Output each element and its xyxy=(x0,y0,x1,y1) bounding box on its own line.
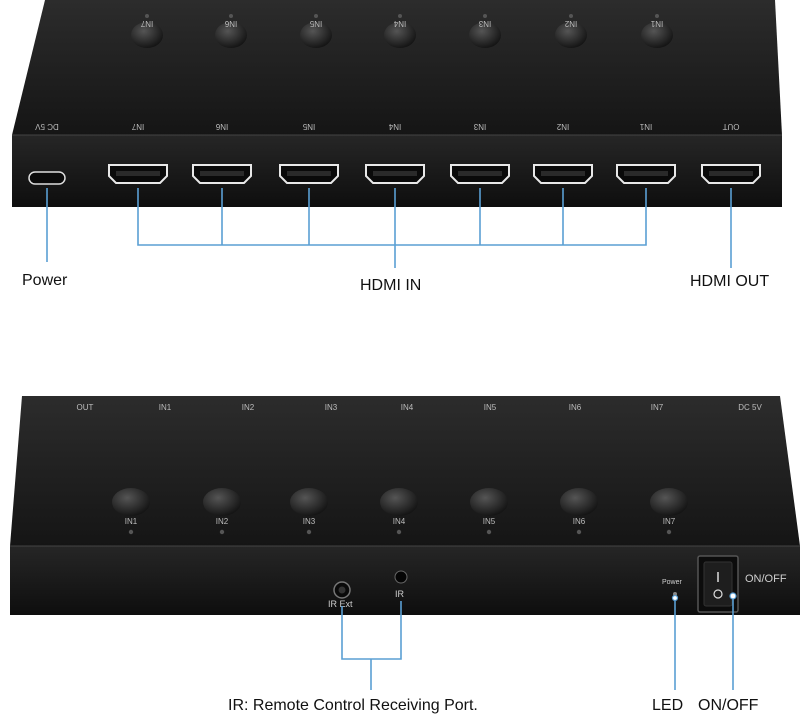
front-button-label: IN5 xyxy=(483,517,496,526)
rear-port-label: IN1 xyxy=(639,122,652,131)
ir-callout: IR: Remote Control Receiving Port. xyxy=(228,697,478,714)
front-edge-label: DC 5V xyxy=(738,403,762,412)
rear-top-button: IN3 xyxy=(469,14,501,48)
rear-top-button: IN5 xyxy=(300,14,332,48)
rear-port-label: IN2 xyxy=(556,122,569,131)
rear-top-button-label: IN2 xyxy=(564,19,577,28)
rear-top-button-label: IN3 xyxy=(478,19,491,28)
rear-top-button: IN1 xyxy=(641,14,673,48)
rear-top-button-label: IN5 xyxy=(309,19,322,28)
front-input-button: IN4 xyxy=(380,488,418,535)
rear-port-label: IN6 xyxy=(215,122,228,131)
front-buttons: IN1 IN2 IN3 IN4 IN5 IN6 IN7 xyxy=(112,488,688,535)
front-edge-labels: OUT IN1 IN2 IN3 IN4 IN5 IN6 IN7 DC 5V xyxy=(77,403,763,412)
rear-leader-lines xyxy=(46,188,732,268)
front-button-label: IN4 xyxy=(393,517,406,526)
front-input-button: IN5 xyxy=(470,488,508,535)
rear-port-label: OUT xyxy=(722,122,739,131)
rear-top-button: IN2 xyxy=(555,14,587,48)
rear-port-label: IN5 xyxy=(302,122,315,131)
front-button-label: IN6 xyxy=(573,517,586,526)
rear-port-label: DC 5V xyxy=(35,122,59,131)
front-input-button: IN2 xyxy=(203,488,241,535)
ir-label: IR xyxy=(395,589,405,599)
rear-top-button: IN7 xyxy=(131,14,163,48)
ir-sensor xyxy=(394,570,408,584)
hdmi-port xyxy=(279,164,339,184)
hdmi-port xyxy=(108,164,168,184)
front-input-button: IN1 xyxy=(112,488,150,535)
power-led-label: Power xyxy=(662,579,683,586)
front-edge-label: IN7 xyxy=(651,403,664,412)
led-callout: LED xyxy=(652,697,683,714)
rear-top-buttons: IN7 IN6 IN5 IN4 IN3 IN2 IN1 xyxy=(131,14,673,48)
hdmi-port xyxy=(701,164,761,184)
rear-port-labels: DC 5V IN7 IN6 IN5 IN4 IN3 IN2 IN1 OUT xyxy=(35,122,740,131)
rear-top-button-label: IN1 xyxy=(650,19,663,28)
rear-top-button: IN6 xyxy=(215,14,247,48)
front-button-label: IN7 xyxy=(663,517,676,526)
ir-ext-label: IR Ext xyxy=(328,599,353,609)
rear-top-button-label: IN7 xyxy=(140,19,153,28)
front-button-label: IN3 xyxy=(303,517,316,526)
front-button-label: IN2 xyxy=(216,517,229,526)
hdmi-port xyxy=(192,164,252,184)
rear-port-label: IN4 xyxy=(388,122,401,131)
front-edge-label: IN4 xyxy=(401,403,414,412)
hdmi-port xyxy=(365,164,425,184)
power-led xyxy=(673,592,677,596)
front-edge-label: IN6 xyxy=(569,403,582,412)
rear-port-label: IN3 xyxy=(473,122,486,131)
front-input-button: IN6 xyxy=(560,488,598,535)
rear-top-button: IN4 xyxy=(384,14,416,48)
front-input-button: IN7 xyxy=(650,488,688,535)
on-off-side-label: ON/OFF xyxy=(745,573,787,585)
on-off-callout: ON/OFF xyxy=(698,697,759,714)
front-edge-label: OUT xyxy=(77,403,94,412)
rear-top-face xyxy=(12,0,782,135)
front-input-button: IN3 xyxy=(290,488,328,535)
hdmi-out-callout: HDMI OUT xyxy=(690,273,769,290)
front-edge-label: IN5 xyxy=(484,403,497,412)
rear-top-button-label: IN6 xyxy=(224,19,237,28)
front-leader-lines xyxy=(341,592,737,690)
rear-top-button-label: IN4 xyxy=(393,19,406,28)
hdmi-ports xyxy=(108,164,761,184)
hdmi-in-callout: HDMI IN xyxy=(360,277,421,294)
front-button-label: IN1 xyxy=(125,517,138,526)
front-edge-label: IN3 xyxy=(325,403,338,412)
hdmi-port xyxy=(616,164,676,184)
hdmi-port xyxy=(533,164,593,184)
power-callout: Power xyxy=(22,272,68,289)
rear-port-label: IN7 xyxy=(131,122,144,131)
hdmi-port xyxy=(450,164,510,184)
usb-c-power-port xyxy=(28,171,66,185)
front-edge-label: IN1 xyxy=(159,403,172,412)
front-edge-label: IN2 xyxy=(242,403,255,412)
